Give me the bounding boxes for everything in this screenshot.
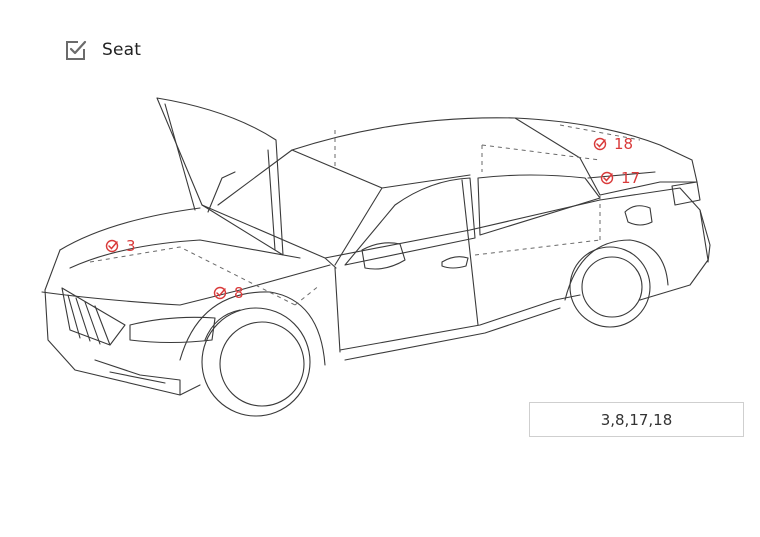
dashed-guide-lines [89, 124, 641, 306]
marker-label: 3 [126, 237, 136, 255]
section-header: Seat [64, 37, 141, 63]
marker-label: 8 [234, 284, 244, 302]
selected-seats-summary: 3,8,17,18 [529, 402, 744, 437]
marker-18[interactable]: 18 [593, 135, 634, 153]
marker-8[interactable]: 8 [213, 284, 244, 302]
marker-3[interactable]: 3 [105, 237, 136, 255]
marker-label: 17 [621, 169, 640, 187]
checkbox-checked-icon[interactable] [64, 38, 88, 62]
marker-17[interactable]: 17 [600, 169, 641, 187]
car-outline [41, 97, 711, 417]
section-title: Seat [102, 40, 142, 60]
marker-label: 18 [614, 135, 633, 153]
